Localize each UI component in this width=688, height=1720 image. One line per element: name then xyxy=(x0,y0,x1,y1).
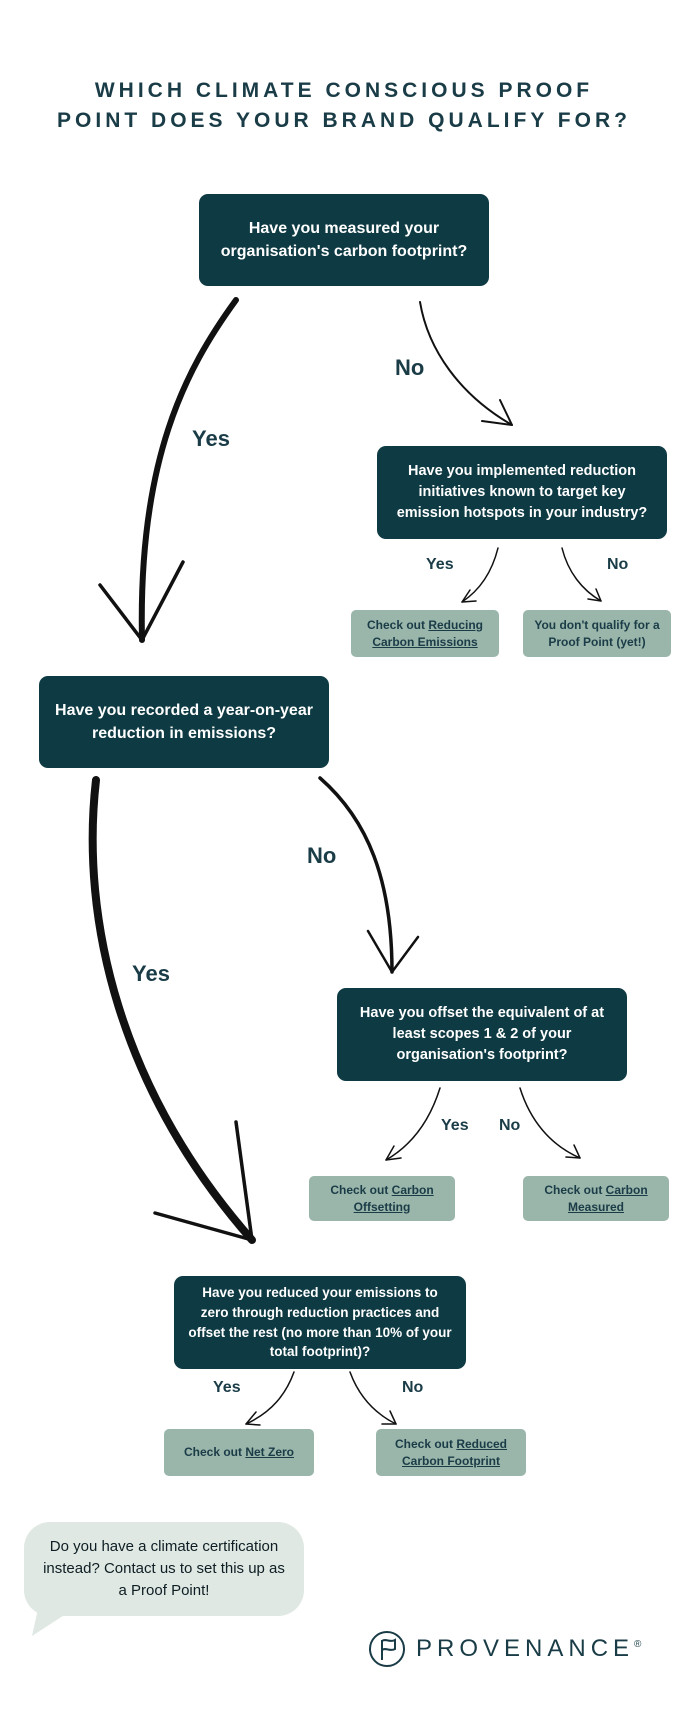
arrow-q2-yes-head xyxy=(461,589,477,603)
flag-icon xyxy=(369,1631,405,1667)
arrow-q2-no-head xyxy=(587,588,602,602)
result-carbon-measured[interactable]: Check out Carbon Measured xyxy=(523,1176,669,1221)
arrow-q1-no-head xyxy=(481,399,513,426)
question-text: Have you measured your organisation's ca… xyxy=(220,219,468,260)
arrow-q1-no xyxy=(419,301,513,426)
arrow-q3-no xyxy=(318,776,394,974)
question-offset-scopes: Have you offset the equivalent of at lea… xyxy=(337,988,627,1081)
arrow-q1-yes xyxy=(138,297,239,643)
arrow-q4-no-head xyxy=(565,1144,581,1159)
label-q1-no: No xyxy=(395,355,425,380)
result-prefix: Check out xyxy=(394,1436,457,1451)
question-net-zero: Have you reduced your emissions to zero … xyxy=(174,1276,466,1369)
arrow-q1-yes-head xyxy=(98,560,185,642)
result-not-qualify: You don't qualify for a Proof Point (yet… xyxy=(523,610,671,657)
arrow-q2-no xyxy=(561,547,602,602)
label-q1-yes: Yes xyxy=(192,426,230,451)
label-q2-yes: Yes xyxy=(426,556,454,573)
arrow-q5-yes xyxy=(245,1371,295,1425)
result-text: You don't qualify for a Proof Point (yet… xyxy=(534,617,660,649)
result-net-zero[interactable]: Check out Net Zero xyxy=(164,1429,314,1476)
question-text: Have you reduced your emissions to zero … xyxy=(188,1285,452,1360)
label-q5-yes: Yes xyxy=(213,1379,241,1396)
provenance-logo[interactable]: PROVENANCE® xyxy=(368,1630,641,1668)
label-q4-yes: Yes xyxy=(441,1117,469,1134)
title-line-2: POINT DOES YOUR BRAND QUALIFY FOR? xyxy=(57,109,631,132)
result-reduced-carbon-footprint[interactable]: Check out Reduced Carbon Footprint xyxy=(376,1429,526,1476)
arrow-q5-no-head xyxy=(381,1410,397,1425)
label-q2-no: No xyxy=(607,556,629,573)
registered-mark: ® xyxy=(634,1639,642,1650)
arrow-q4-yes xyxy=(385,1087,441,1161)
reducing-carbon-emissions-link[interactable]: Reducing Carbon Emissions xyxy=(372,617,483,649)
result-carbon-offsetting[interactable]: Check out Carbon Offsetting xyxy=(309,1176,455,1221)
arrow-q5-yes-head xyxy=(245,1411,261,1426)
arrow-q3-yes-head xyxy=(153,1120,254,1242)
result-reducing-carbon-emissions[interactable]: Check out Reducing Carbon Emissions xyxy=(351,610,499,657)
logo-wordmark: PROVENANCE xyxy=(416,1635,635,1662)
result-prefix: Check out xyxy=(544,1182,606,1197)
result-prefix: Check out xyxy=(330,1182,392,1197)
question-text: Have you recorded a year-on-year reducti… xyxy=(55,701,313,742)
page-title: WHICH CLIMATE CONSCIOUS PROOF POINT DOES… xyxy=(0,76,688,136)
question-reduction-initiatives: Have you implemented reduction initiativ… xyxy=(377,446,667,539)
arrow-q3-yes xyxy=(88,776,256,1244)
arrow-q4-no xyxy=(519,1087,581,1159)
question-text: Have you offset the equivalent of at lea… xyxy=(359,1004,605,1063)
arrow-q2-yes xyxy=(461,547,499,603)
question-carbon-footprint: Have you measured your organisation's ca… xyxy=(199,194,489,286)
label-q4-no: No xyxy=(499,1117,521,1134)
question-year-on-year: Have you recorded a year-on-year reducti… xyxy=(39,676,329,768)
arrow-q3-no-head xyxy=(366,929,420,974)
arrow-q4-yes-head xyxy=(385,1145,402,1161)
arrow-q5-no xyxy=(349,1371,397,1425)
title-line-1: WHICH CLIMATE CONSCIOUS PROOF xyxy=(94,79,594,102)
label-q3-no: No xyxy=(307,843,337,868)
label-q3-yes: Yes xyxy=(132,961,170,986)
reduced-carbon-footprint-link[interactable]: Reduced Carbon Footprint xyxy=(402,1436,508,1468)
label-q5-no: No xyxy=(402,1379,424,1396)
result-prefix: Check out xyxy=(183,1445,246,1460)
result-prefix: Check out xyxy=(366,617,429,632)
bubble-text: Do you have a climate certification inst… xyxy=(43,1538,285,1599)
carbon-measured-link[interactable]: Carbon Measured xyxy=(567,1182,648,1214)
contact-speech-bubble[interactable]: Do you have a climate certification inst… xyxy=(24,1522,304,1616)
net-zero-link[interactable]: Net Zero xyxy=(245,1445,295,1460)
carbon-offsetting-link[interactable]: Carbon Offsetting xyxy=(353,1182,434,1214)
question-text: Have you implemented reduction initiativ… xyxy=(396,462,648,521)
